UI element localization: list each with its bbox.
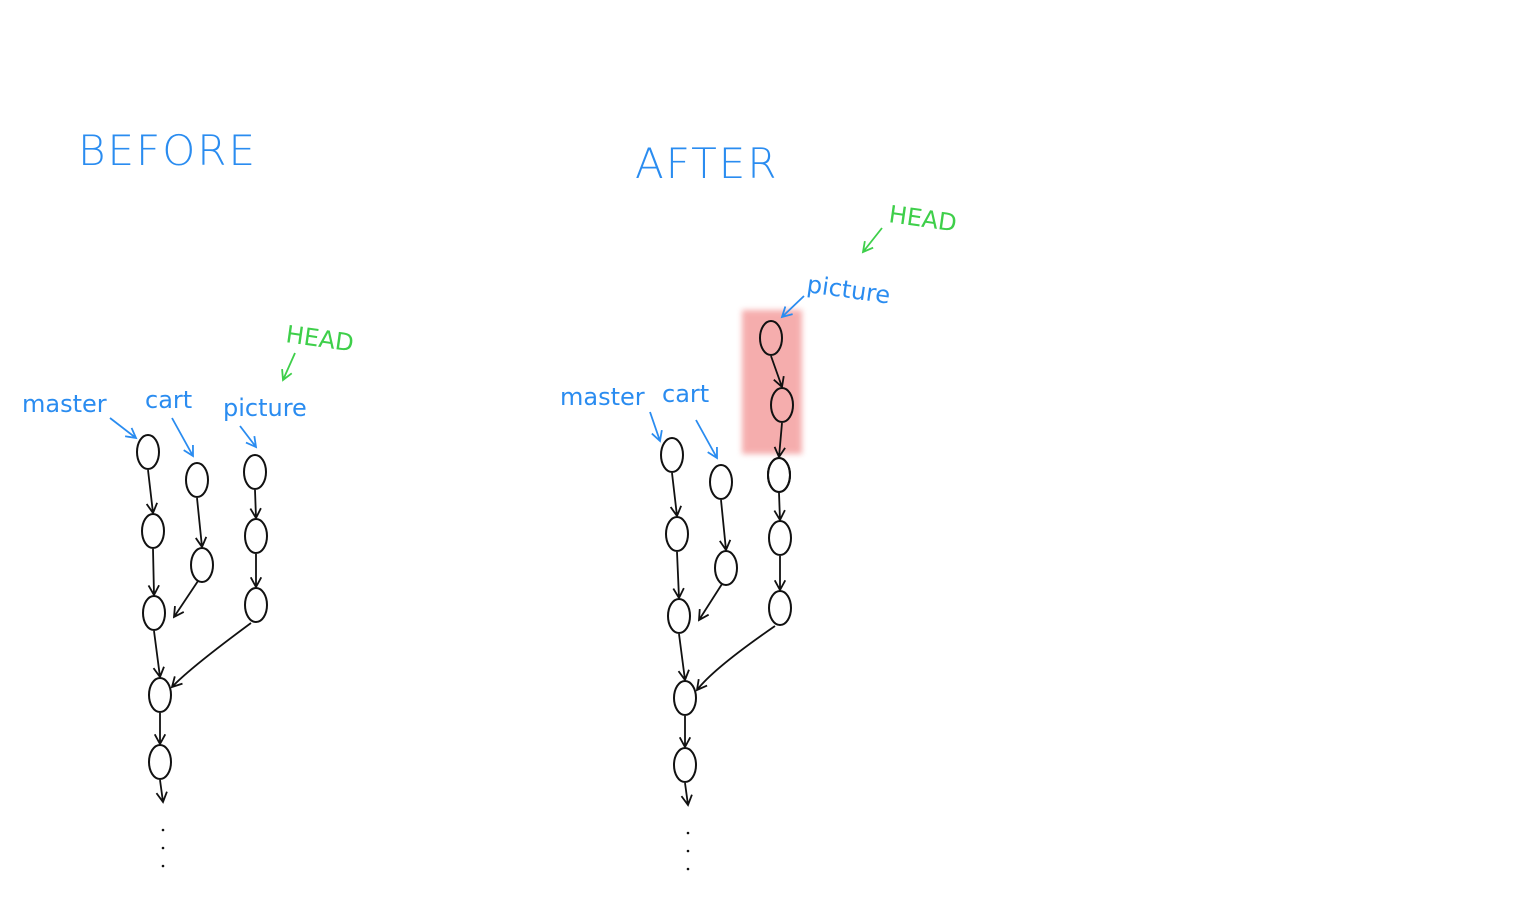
after-picture-new-commit [767,457,791,493]
after-picture-parent-arrow [773,556,787,592]
before-cart-commit [185,462,209,498]
after-cart-commit [714,550,738,586]
after-picture-merge-arrow [695,625,776,692]
new-commits-highlight [742,310,802,454]
before-cart-label: cart [145,386,192,414]
before-title: BEFORE [78,126,257,175]
after-master-pointer-arrow [649,411,663,443]
after-head-pointer-arrow [861,227,883,254]
after-master-commit [667,598,691,634]
before-master-commit [136,434,160,470]
before-picture-parent-arrow [249,554,263,589]
before-picture-commit [244,587,268,623]
before-master-label: master [22,390,107,418]
before-master-parent-arrow [152,630,165,679]
after-master-commit [660,437,684,473]
before-master-commit [148,744,172,780]
before-continuation-dot [161,828,165,832]
before-continuation-dot [161,864,165,868]
before-picture-merge-arrow [170,622,252,689]
after-picture-pointer-arrow [780,295,805,319]
before-cart-merge-arrow [172,580,199,619]
before-master-parent-arrow [153,713,167,746]
after-master-parent-arrow [677,633,690,682]
after-picture-commit [768,590,792,626]
before-master-commit [148,677,172,713]
after-cart-merge-arrow [697,583,723,622]
before-picture-commit [244,518,268,554]
before-cart-parent-arrow [195,497,208,549]
after-cart-parent-arrow [719,499,732,552]
after-title: AFTER [635,139,779,188]
before-master-pointer-arrow [109,417,138,440]
after-picture-label: picture [805,270,892,309]
after-continuation-dot [686,831,690,835]
before-head-label: HEAD [284,320,355,357]
after-master-commit [673,747,697,783]
after-master-parent-arrow [672,551,685,600]
after-master-commit [673,680,697,716]
before-head-pointer-arrow [281,352,296,382]
before-picture-label: picture [223,394,307,422]
before-picture-commit [243,454,267,490]
after-continuation-arrow [680,782,693,807]
before-picture-parent-arrow [249,489,262,520]
before-master-commit [142,595,166,631]
after-head-label: HEAD [887,200,958,237]
after-picture-parent-arrow [773,492,786,522]
after-picture-new-commit [770,387,794,423]
after-picture-commit [768,520,792,556]
after-continuation-dot [686,849,690,853]
before-cart-commit [190,547,214,583]
before-master-commit [141,513,165,549]
after-cart-pointer-arrow [695,419,718,460]
after-picture-new-commit [759,320,783,356]
after-master-parent-arrow [669,472,682,518]
before-picture-pointer-arrow [239,425,258,449]
before-cart-pointer-arrow [171,417,194,458]
before-continuation-dot [161,846,165,850]
after-master-commit [665,516,689,552]
after-cart-commit [709,464,733,500]
after-master-parent-arrow [678,716,692,749]
before-continuation-arrow [155,779,168,804]
after-cart-label: cart [662,380,709,408]
after-continuation-dot [686,867,690,871]
before-master-parent-arrow [147,548,160,597]
after-master-label: master [560,383,645,411]
before-master-parent-arrow [145,469,158,515]
